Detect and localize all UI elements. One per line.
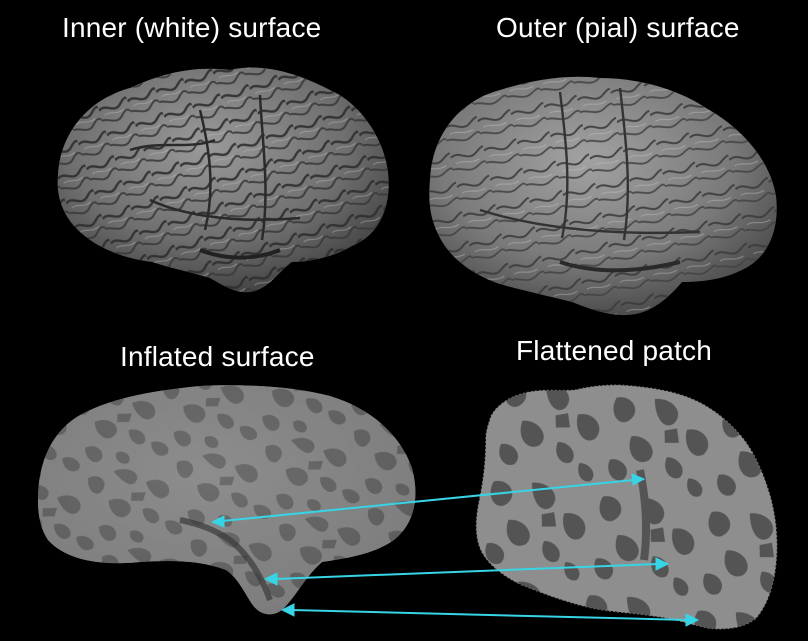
flattened-patch-label: Flattened patch: [516, 337, 712, 365]
white-surface-brain-image: [40, 50, 410, 310]
flattened-patch-image: [470, 380, 790, 640]
outer-surface-label: Outer (pial) surface: [496, 14, 740, 42]
inflated-surface-label: Inflated surface: [120, 343, 315, 371]
inflated-surface-brain-image: [20, 370, 440, 630]
inner-surface-label: Inner (white) surface: [62, 14, 321, 42]
pial-surface-brain-image: [410, 60, 800, 330]
